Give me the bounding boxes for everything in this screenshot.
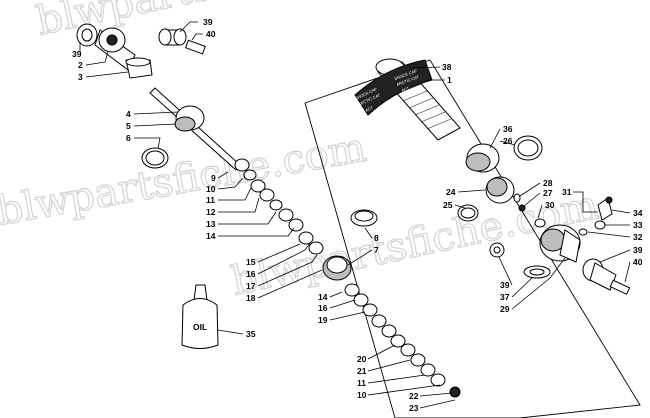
callout-5: 5 bbox=[126, 121, 131, 131]
callout-7: 7 bbox=[374, 245, 379, 255]
callout-31: 31 bbox=[562, 187, 572, 197]
callout-18: 18 bbox=[246, 293, 256, 303]
callout-19: 19 bbox=[318, 315, 328, 325]
decal-black-band: SHOCK CAP ARCTIC CAT ACT SHOCK CAP ARCTI… bbox=[354, 59, 433, 116]
callout-29: 29 bbox=[500, 304, 510, 314]
callout-10-lower: 10 bbox=[357, 390, 367, 400]
bumper-cup bbox=[125, 57, 153, 79]
callout-39-lower: 39 bbox=[500, 280, 510, 290]
callout-28: 28 bbox=[543, 178, 553, 188]
callout-17: 17 bbox=[246, 281, 256, 291]
callout-34: 34 bbox=[633, 208, 643, 218]
seal-head bbox=[174, 105, 205, 132]
piston-7 bbox=[322, 255, 352, 281]
callout-22: 22 bbox=[409, 391, 419, 401]
decal-left-line-3: ACT bbox=[364, 105, 374, 113]
callout-6: 6 bbox=[126, 133, 131, 143]
reservoir-end-head-29 bbox=[539, 224, 581, 263]
o-ring-6 bbox=[141, 147, 169, 169]
callout-36: 36 bbox=[503, 124, 513, 134]
piston-band-8 bbox=[350, 209, 378, 227]
callout-9: 9 bbox=[211, 173, 216, 183]
leader-lines bbox=[79, 21, 631, 409]
callout-11-upper: 11 bbox=[206, 195, 215, 205]
o-ring-26 bbox=[513, 135, 543, 161]
o-ring-30 bbox=[534, 218, 546, 228]
callout-40-right: 40 bbox=[633, 257, 643, 267]
floating-piston-24 bbox=[485, 176, 515, 204]
oil-bottle-label: OIL bbox=[193, 322, 207, 332]
callout-39-right: 39 bbox=[633, 245, 643, 255]
callout-20: 20 bbox=[357, 354, 367, 364]
callout-30: 30 bbox=[545, 200, 555, 210]
shim-stack-upper bbox=[234, 158, 324, 255]
callout-8: 8 bbox=[374, 233, 379, 243]
callout-13: 13 bbox=[206, 219, 216, 229]
callout-1: 1 bbox=[447, 75, 452, 85]
end-cap-36 bbox=[465, 143, 500, 173]
callout-15: 15 bbox=[246, 257, 256, 267]
callout-12: 12 bbox=[206, 207, 216, 217]
o-ring-25 bbox=[457, 204, 479, 222]
sleeve-pin-top bbox=[184, 39, 206, 55]
callout-2: 2 bbox=[78, 60, 83, 70]
bleed-screw-34 bbox=[597, 196, 613, 221]
callout-23: 23 bbox=[409, 403, 419, 413]
callout-14-upper: 14 bbox=[206, 231, 216, 241]
callout-32: 32 bbox=[633, 232, 643, 242]
callout-10-upper: 10 bbox=[206, 184, 216, 194]
callout-35: 35 bbox=[246, 329, 256, 339]
watermark-middle: blwpartsfiche.com bbox=[0, 125, 370, 235]
eyelet-bushing-left bbox=[76, 23, 98, 47]
callout-16-lower: 16 bbox=[318, 303, 328, 313]
callout-21: 21 bbox=[357, 366, 367, 376]
callout-33: 33 bbox=[633, 220, 643, 230]
hose-banjo-39 bbox=[489, 242, 505, 258]
callout-24: 24 bbox=[446, 187, 456, 197]
callout-labels: 39 40 39 2 3 4 5 6 9 10 11 12 13 14 15 1… bbox=[72, 17, 643, 413]
oil-bottle: OIL bbox=[181, 284, 219, 349]
callout-11-lower: 11 bbox=[357, 378, 366, 388]
callout-39-top: 39 bbox=[203, 17, 213, 27]
callout-39-left: 39 bbox=[72, 49, 82, 59]
callout-16-upper: 16 bbox=[246, 269, 256, 279]
callout-4: 4 bbox=[126, 109, 131, 119]
callout-37: 37 bbox=[500, 292, 510, 302]
callout-40-top: 40 bbox=[206, 29, 216, 39]
callout-14-lower: 14 bbox=[318, 292, 328, 302]
valve-core-27-28 bbox=[513, 193, 526, 212]
eyelet-bushing-top bbox=[158, 28, 187, 46]
washer-37 bbox=[523, 265, 551, 279]
eyelet-bushing-right bbox=[582, 258, 631, 295]
callout-38: 38 bbox=[442, 62, 452, 72]
callout-26: 26 bbox=[503, 136, 513, 146]
callout-27: 27 bbox=[543, 188, 553, 198]
callout-25: 25 bbox=[443, 200, 453, 210]
shim-stack-lower bbox=[344, 283, 461, 398]
decal-right-line-3: ACT bbox=[401, 85, 411, 93]
callout-3: 3 bbox=[78, 72, 83, 82]
